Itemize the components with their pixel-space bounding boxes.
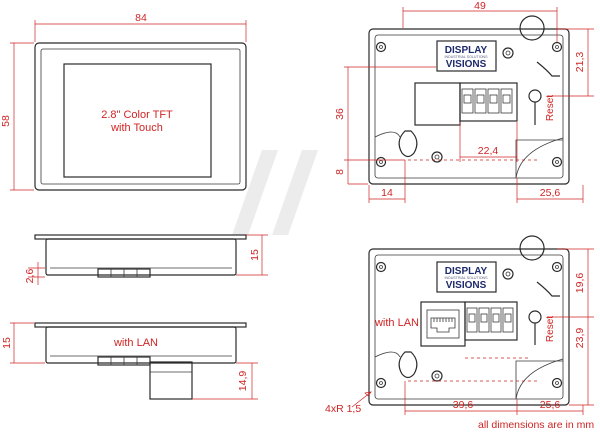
dim-side-depth: 15 bbox=[249, 249, 261, 261]
lan-terminal-block bbox=[464, 301, 518, 341]
dim-lan-39-6: 39,6 bbox=[453, 399, 474, 411]
footnote: all dimensions are in mm bbox=[478, 419, 594, 431]
reset-button bbox=[528, 89, 542, 103]
dim-lan-rj45: 14,9 bbox=[237, 371, 249, 392]
dim-front-width: 84 bbox=[135, 12, 147, 24]
with-lan-label-side: with LAN bbox=[113, 337, 158, 349]
lan-rear-housing bbox=[368, 248, 570, 406]
dim-rear-36: 36 bbox=[334, 108, 346, 120]
dim-rear-14: 14 bbox=[381, 187, 393, 199]
rear-view-lan: DISPLAY INDUSTRIAL SOLUTIONS VISIONS Res… bbox=[325, 235, 594, 415]
radius-note: 4xR 1,5 bbox=[325, 403, 361, 415]
tft-screen bbox=[63, 63, 212, 178]
dim-rear-8: 8 bbox=[334, 169, 346, 175]
rear-view: DISPLAY INDUSTRIAL SOLUTIONS VISIONS Res… bbox=[334, 0, 594, 203]
dim-lan-25-6: 25,6 bbox=[540, 399, 561, 411]
dim-rear-21-3: 21,3 bbox=[574, 52, 586, 73]
display-label-line2: with Touch bbox=[110, 122, 163, 134]
dim-lan-depth: 15 bbox=[1, 337, 13, 349]
display-label-line1: 2.8" Color TFT bbox=[101, 109, 173, 121]
logo-visions: VISIONS bbox=[446, 59, 487, 70]
dim-rear-25-6: 25,6 bbox=[540, 187, 561, 199]
rj45-jack bbox=[420, 301, 466, 347]
side-view-lan: with LAN 15 14,9 bbox=[1, 322, 258, 400]
rear-module bbox=[414, 82, 461, 126]
lan-reset-label: Reset bbox=[545, 316, 556, 342]
front-bezel-outer bbox=[34, 42, 247, 191]
lan-logo-industrial: INDUSTRIAL SOLUTIONS bbox=[445, 276, 489, 280]
logo-display: DISPLAY bbox=[445, 45, 488, 56]
side-body bbox=[45, 238, 237, 276]
side-view: 15 2,6 bbox=[24, 234, 268, 285]
with-lan-label-rear: with LAN bbox=[374, 317, 419, 329]
front-view: 2.8" Color TFT with Touch 84 58 bbox=[0, 12, 247, 191]
logo-frame bbox=[436, 40, 497, 72]
reset-label: Reset bbox=[545, 95, 556, 121]
lan-logo-visions: VISIONS bbox=[446, 280, 487, 291]
terminal-block bbox=[459, 82, 518, 122]
lan-logo-display: DISPLAY bbox=[445, 266, 488, 277]
dim-lan-23-9: 23,9 bbox=[574, 328, 586, 349]
dim-lan-19-6: 19,6 bbox=[574, 273, 586, 294]
rear-housing bbox=[368, 28, 570, 185]
lan-side-body bbox=[45, 326, 237, 364]
dim-rear-22-4: 22,4 bbox=[478, 145, 499, 157]
watermark bbox=[232, 150, 318, 235]
dim-side-offset: 2,6 bbox=[24, 269, 36, 284]
front-bezel-inner bbox=[40, 48, 241, 185]
dim-rear-width: 49 bbox=[474, 0, 486, 12]
lan-logo-frame bbox=[436, 261, 497, 293]
logo-industrial: INDUSTRIAL SOLUTIONS bbox=[445, 55, 489, 59]
rj45-body bbox=[149, 361, 193, 400]
dim-front-height: 58 bbox=[0, 115, 12, 127]
lan-reset-button bbox=[528, 310, 542, 324]
